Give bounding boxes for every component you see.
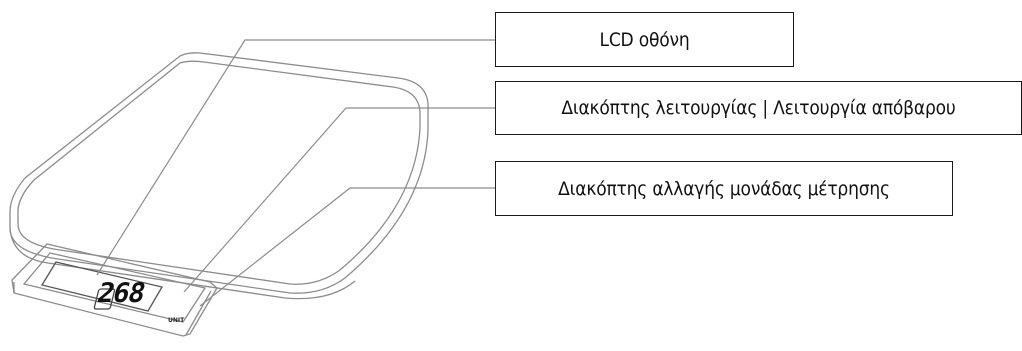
callout-power-tare: Διακόπτης λειτουργίας | Λειτουργία απόβα… [495, 81, 1022, 135]
display-panel [11, 243, 218, 337]
leader-lines [96, 39, 495, 307]
lcd-digits: 268 [94, 278, 147, 309]
lcd-reading: 268 [94, 278, 147, 309]
scale-platform [9, 52, 429, 300]
leader-line-power [183, 107, 495, 293]
leader-line-unit [199, 187, 495, 307]
callout-power-label: Διακόπτης λειτουργίας | Λειτουργία απόβα… [561, 97, 956, 119]
callout-unit-switch: Διακόπτης αλλαγής μονάδας μέτρησης [495, 161, 953, 216]
callout-unit-label: Διακόπτης αλλαγής μονάδας μέτρησης [558, 177, 890, 200]
callout-lcd-display: LCD οθόνη [495, 12, 794, 67]
callout-lcd-label: LCD οθόνη [599, 28, 690, 51]
unit-text: UNIT [168, 317, 185, 324]
leader-line-lcd [96, 39, 495, 276]
